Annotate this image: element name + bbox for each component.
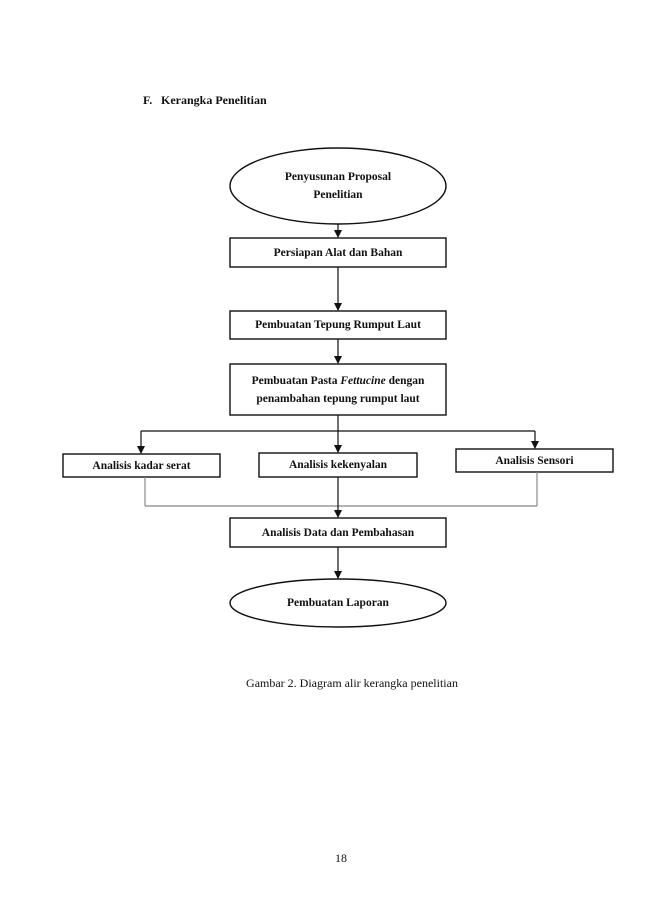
laporan-shape: [229, 578, 447, 628]
node-analisis-data: Analisis Data dan Pembahasan: [230, 518, 446, 547]
laporan-label: Pembuatan Laporan: [287, 597, 389, 609]
pasta-line-1: Pembuatan Pasta Fettucine dengan: [252, 372, 425, 390]
node-analisis-kekenyalan: Analisis kekenyalan: [259, 453, 417, 477]
data-label: Analisis Data dan Pembahasan: [261, 526, 415, 539]
section-title: Kerangka Penelitian: [161, 93, 267, 107]
proposal-line-1: Penyusunan Proposal: [284, 171, 392, 183]
pasta-line-2: penambahan tepung rumput laut: [256, 392, 420, 405]
figure-caption: Gambar 2. Diagram alir kerangka peneliti…: [246, 676, 458, 690]
node-analisis-sensori: Analisis Sensori: [456, 449, 613, 472]
section-heading: F. Kerangka Penelitian: [143, 93, 267, 108]
pasta-prefix: Pembuatan Pasta: [251, 374, 341, 387]
section-letter: F.: [143, 93, 153, 107]
node-pembuatan-pasta: Pembuatan Pasta Fettucine dengan penamba…: [230, 364, 446, 415]
persiapan-label: Persiapan Alat dan Bahan: [273, 246, 403, 259]
node-pembuatan-laporan: Pembuatan Laporan: [230, 579, 446, 627]
serat-label: Analisis kadar serat: [92, 459, 191, 472]
pasta-suffix: dengan: [385, 374, 425, 387]
sensori-shape: [455, 448, 614, 473]
node-persiapan-alat: Persiapan Alat dan Bahan: [230, 238, 446, 267]
sensori-label: Analisis Sensori: [495, 454, 574, 467]
pasta-italic-word: Fettucine: [340, 374, 386, 387]
page-number: 18: [335, 851, 347, 865]
node-pembuatan-tepung: Pembuatan Tepung Rumput Laut: [230, 311, 446, 339]
kekenyalan-label: Analisis kekenyalan: [288, 459, 388, 471]
serat-shape: [62, 453, 221, 478]
node-penyusunan-proposal: Penyusunan Proposal Penelitian: [230, 150, 446, 222]
tepung-label: Pembuatan Tepung Rumput Laut: [255, 319, 421, 331]
proposal-line-2: Penelitian: [313, 189, 363, 201]
node-analisis-kadar-serat: Analisis kadar serat: [63, 454, 220, 477]
